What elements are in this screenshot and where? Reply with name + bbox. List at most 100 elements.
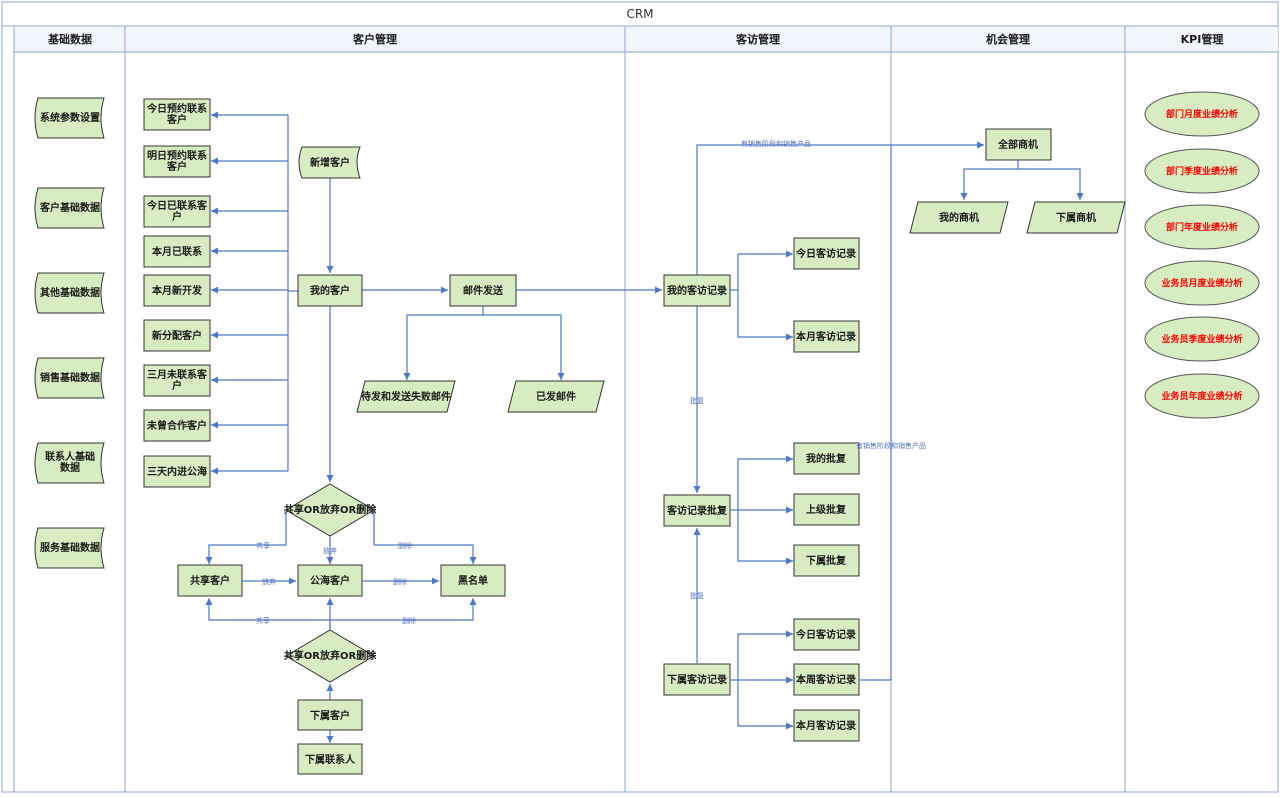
kpi-item[interactable]: 部门年度业绩分析 — [1144, 204, 1260, 250]
kpi-item[interactable]: 部门月度业绩分析 — [1144, 91, 1260, 137]
svg-text:业务员年度业绩分析: 业务员年度业绩分析 — [1161, 390, 1242, 402]
svg-text:本周客访记录: 本周客访记录 — [796, 673, 856, 686]
today-records-node[interactable]: 今日客访记录 — [793, 237, 860, 270]
svg-text:下属批复: 下属批复 — [806, 554, 847, 567]
lane-header-opportunity: 机会管理 — [986, 32, 1030, 46]
svg-text:销售基础数据: 销售基础数据 — [40, 371, 100, 384]
svg-text:下属客访记录: 下属客访记录 — [667, 673, 727, 686]
lane-header-kpi: KPI管理 — [1181, 32, 1224, 46]
basic-data-node[interactable]: 客户基础数据 — [34, 187, 105, 229]
svg-text:业务员月度业绩分析: 业务员月度业绩分析 — [1161, 277, 1242, 289]
svg-text:部门年度业绩分析: 部门年度业绩分析 — [1166, 221, 1238, 233]
kpi-item[interactable]: 业务员月度业绩分析 — [1144, 260, 1260, 306]
svg-text:新增客户: 新增客户 — [310, 156, 350, 169]
decision-top-node[interactable]: 共享OR放弃OR删除 — [284, 483, 377, 537]
lane-header-band — [14, 27, 1278, 52]
lane-header-basic: 基础数据 — [47, 32, 92, 46]
my-customers-node[interactable]: 我的客户 — [297, 274, 363, 307]
svg-text:本月新开发: 本月新开发 — [152, 284, 203, 297]
basic-data-node[interactable]: 系统参数设置 — [34, 97, 105, 139]
svg-text:公海客户: 公海客户 — [310, 574, 350, 587]
svg-text:部门季度业绩分析: 部门季度业绩分析 — [1166, 165, 1238, 177]
svg-text:今日客访记录: 今日客访记录 — [795, 247, 856, 260]
svg-text:下属商机: 下属商机 — [1056, 211, 1096, 224]
svg-text:我的客访记录: 我的客访记录 — [667, 284, 727, 297]
approval-node[interactable]: 客访记录批复 — [663, 494, 731, 527]
my-visit-records-node[interactable]: 我的客访记录 — [663, 274, 731, 307]
connector — [737, 290, 793, 341]
sub-customers-node[interactable]: 下属客户 — [297, 699, 363, 731]
lane-header-customer: 客户管理 — [352, 32, 397, 46]
customer-list-node[interactable]: 本月已联系 — [143, 235, 211, 268]
mail-send-node[interactable]: 邮件发送 — [449, 274, 517, 307]
wrap-text: 今日预约联系客户 — [146, 102, 207, 126]
svg-text:客户基础数据: 客户基础数据 — [39, 201, 100, 214]
all-opportunities-node[interactable]: 全部商机 — [985, 128, 1052, 161]
upper-approval-node[interactable]: 上级批复 — [793, 493, 860, 526]
diagram-title: CRM — [626, 7, 653, 21]
kpi-item[interactable]: 业务员季度业绩分析 — [1144, 316, 1260, 362]
kpi-item[interactable]: 部门季度业绩分析 — [1144, 148, 1260, 194]
blacklist-node[interactable]: 黑名单 — [440, 564, 506, 597]
customer-list-node[interactable]: 明日预约联系客户 — [143, 145, 211, 178]
edge-label-delete: 删除 — [393, 577, 407, 586]
sub-contacts-node[interactable]: 下属联系人 — [297, 743, 363, 775]
sub-visit-records-node[interactable]: 下属客访记录 — [663, 663, 731, 696]
customer-list-node[interactable]: 今日预约联系客户 — [143, 98, 211, 131]
basic-data-node[interactable]: 其他基础数据 — [34, 272, 105, 314]
customer-list-node[interactable]: 今日已联系客户 — [143, 195, 211, 228]
public-pool-node[interactable]: 公海客户 — [297, 564, 363, 597]
svg-text:上级批复: 上级批复 — [806, 503, 847, 516]
month-records-node[interactable]: 本月客访记录 — [793, 320, 860, 353]
shared-customers-node[interactable]: 共享客户 — [177, 564, 243, 597]
edge-label-approve: 批复 — [690, 591, 704, 600]
svg-text:系统参数设置: 系统参数设置 — [40, 111, 100, 124]
connector — [403, 306, 484, 380]
sub-approval-node[interactable]: 下属批复 — [793, 544, 860, 577]
svg-text:共享OR放弃OR删除: 共享OR放弃OR删除 — [284, 503, 377, 516]
svg-text:其他基础数据: 其他基础数据 — [40, 286, 100, 299]
svg-text:三天内进公海: 三天内进公海 — [147, 465, 207, 478]
connector — [737, 680, 793, 730]
customer-list-node[interactable]: 本月新开发 — [143, 274, 211, 307]
svg-text:待发和发送失败邮件: 待发和发送失败邮件 — [361, 390, 451, 403]
my-opportunities-node[interactable]: 我的商机 — [909, 201, 1009, 234]
svg-text:已发邮件: 已发邮件 — [536, 390, 576, 403]
mail-sent-node[interactable]: 已发邮件 — [507, 380, 605, 413]
basic-data-node[interactable]: 服务基础数据 — [34, 527, 105, 569]
customer-list-node[interactable]: 三天内进公海 — [143, 455, 211, 488]
connector — [859, 145, 892, 681]
sub-opportunities-node[interactable]: 下属商机 — [1026, 201, 1126, 234]
my-approval-node[interactable]: 我的批复 — [793, 442, 860, 475]
svg-text:共享OR放弃OR删除: 共享OR放弃OR删除 — [284, 649, 377, 662]
connector — [730, 455, 793, 511]
connector — [483, 314, 565, 380]
edge-label-delete: 删除 — [402, 616, 416, 625]
mail-pending-node[interactable]: 待发和发送失败邮件 — [356, 380, 456, 413]
connector — [737, 510, 793, 565]
sub-today-node[interactable]: 今日客访记录 — [793, 618, 860, 651]
connector — [960, 160, 1019, 200]
edge-label-stage: 有销售阶段和销售产品 — [741, 139, 811, 148]
basic-data-node[interactable]: 销售基础数据 — [34, 357, 105, 399]
connector — [330, 598, 477, 621]
sub-week-node[interactable]: 本周客访记录 — [793, 663, 860, 696]
svg-text:本月客访记录: 本月客访记录 — [796, 330, 856, 343]
new-customer-node[interactable]: 新增客户 — [298, 146, 361, 179]
customer-list-node[interactable]: 未曾合作客户 — [143, 409, 211, 442]
svg-text:全部商机: 全部商机 — [997, 138, 1038, 151]
decision-bottom-node[interactable]: 共享OR放弃OR删除 — [284, 629, 377, 683]
customer-list-node[interactable]: 新分配客户 — [143, 319, 211, 352]
connector — [696, 141, 984, 275]
svg-text:新分配客户: 新分配客户 — [152, 329, 202, 342]
sub-month-node[interactable]: 本月客访记录 — [793, 709, 860, 742]
connector — [373, 510, 477, 564]
basic-data-node[interactable]: 联系人基础数据 — [34, 442, 105, 484]
customer-list-node[interactable]: 三月未联系客户 — [143, 364, 211, 397]
svg-text:客访记录批复: 客访记录批复 — [666, 504, 728, 517]
edge-label-abandon: 放弃 — [323, 546, 337, 555]
kpi-item[interactable]: 业务员年度业绩分析 — [1144, 373, 1260, 419]
wrap-text: 三月未联系客户 — [147, 368, 208, 392]
svg-text:我的客户: 我的客户 — [310, 284, 350, 297]
